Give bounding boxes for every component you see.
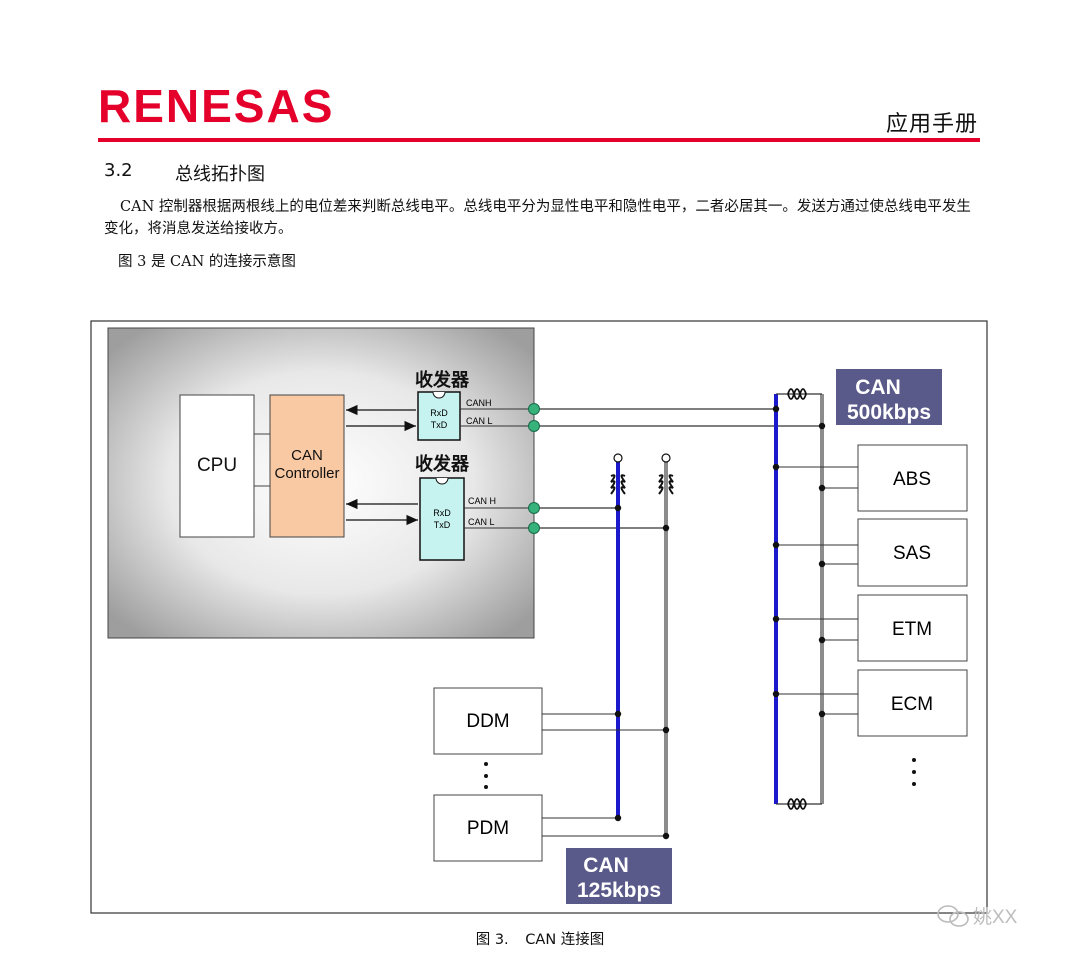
- fast-nodes-ellipsis: [912, 758, 916, 786]
- transceiver-2-txd: TxD: [434, 520, 451, 530]
- can-controller-label-1: CAN: [291, 447, 323, 464]
- fast-node-etm-label: ETM: [892, 619, 932, 640]
- fast-node-sas: SAS: [772, 518, 968, 587]
- connector-canh-2: [528, 502, 540, 514]
- slow-nodes-ellipsis: [484, 762, 488, 789]
- can-controller-label-2: Controller: [274, 465, 339, 482]
- slow-bus-badge: [566, 848, 672, 904]
- body-paragraph: CAN 控制器根据两根线上的电位差来判断总线电平。总线电平分为显性电平和隐性电平…: [104, 199, 971, 237]
- header-divider: [98, 138, 980, 142]
- fast-node-ecm-label: ECM: [891, 694, 933, 715]
- transceiver-2-rxd: RxD: [433, 508, 451, 518]
- watermark: 姚XX: [937, 905, 1018, 928]
- transceiver-label-2: 收发器: [415, 453, 470, 474]
- connector-canh-1: [528, 403, 540, 415]
- fast-bus-label-2: 500kbps: [847, 401, 931, 424]
- logo-text: RENESAS: [98, 82, 334, 130]
- header-title: 应用手册: [885, 112, 978, 137]
- canh-label-2: CAN H: [468, 496, 496, 506]
- can-topology-diagram: CPU CAN Controller 收发器 RxD TxD CANH CAN …: [90, 320, 988, 914]
- transceiver-1-txd: TxD: [431, 420, 448, 430]
- caption-label: 图 3.: [475, 932, 509, 948]
- caption-text: CAN 连接图: [525, 932, 605, 948]
- transceiver-label-1: 收发器: [415, 369, 470, 390]
- cpu-block: [179, 394, 255, 538]
- figure-intro: 图 3 是 CAN 的连接示意图: [118, 254, 296, 270]
- section-title: 总线拓扑图: [175, 164, 265, 185]
- slow-bus-label-2: 125kbps: [577, 879, 661, 902]
- fast-bus-badge: [836, 369, 942, 425]
- wechat-icon: [937, 905, 969, 927]
- transceiver-2: [419, 477, 465, 561]
- cpu-label: CPU: [197, 455, 237, 476]
- fast-node-sas-label: SAS: [893, 543, 931, 564]
- slow-node-pdm-label: PDM: [467, 818, 509, 839]
- slow-bus-label-1: CAN: [583, 854, 629, 877]
- transceiver-1-rxd: RxD: [430, 408, 448, 418]
- can-controller-block: [269, 394, 345, 538]
- canl-label-2: CAN L: [468, 517, 495, 527]
- fast-node-etm: ETM: [772, 594, 968, 662]
- section-number: 3.2: [104, 160, 133, 181]
- renesas-logo: RENESAS: [98, 82, 334, 130]
- fast-node-abs-label: ABS: [893, 469, 931, 490]
- fast-node-abs: ABS: [772, 444, 968, 512]
- slow-node-ddm: DDM: [433, 687, 670, 755]
- figure-caption: 图 3. CAN 连接图: [0, 928, 1080, 949]
- slow-node-pdm: PDM: [433, 794, 670, 862]
- fast-node-ecm: ECM: [772, 669, 968, 737]
- connector-canl-2: [528, 522, 540, 534]
- canh-label-1: CANH: [466, 398, 492, 408]
- canl-label-1: CAN L: [466, 416, 493, 426]
- slow-node-ddm-label: DDM: [466, 711, 509, 732]
- watermark-text: 姚XX: [973, 906, 1018, 928]
- fast-bus-label-1: CAN: [855, 376, 901, 399]
- connector-canl-1: [528, 420, 540, 432]
